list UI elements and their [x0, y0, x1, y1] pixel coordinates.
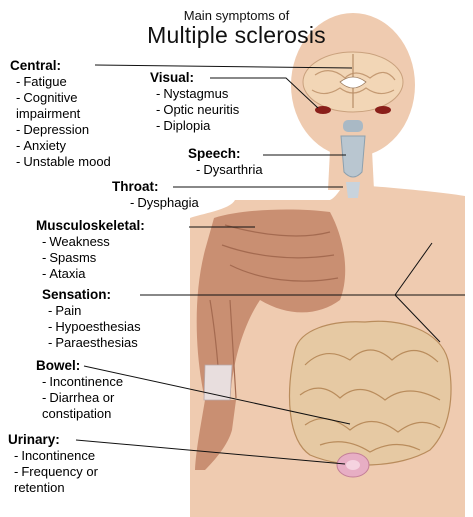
leader-visual — [210, 77, 319, 109]
symptom-item: -Incontinence — [42, 374, 124, 389]
symptom-item: -Dysarthria — [196, 162, 263, 177]
group-heading-sensation: Sensation: — [42, 287, 112, 302]
symptom-item: -Frequency or retention — [14, 464, 98, 495]
symptom-item: -Hypoesthesias — [48, 319, 141, 334]
group-sensation: Sensation: -Pain -Hypoesthesias -Paraest… — [42, 287, 141, 351]
left-eye-icon — [315, 106, 331, 114]
larynx-icon — [340, 120, 366, 198]
leader-bowel — [83, 365, 351, 425]
group-throat: Throat: -Dysphagia — [112, 179, 199, 211]
group-heading-throat: Throat: — [112, 179, 159, 194]
symptom-item: -Optic neuritis — [156, 102, 240, 117]
group-visual: Visual: -Nystagmus -Optic neuritis -Dipl… — [150, 70, 239, 134]
brain-icon — [302, 51, 404, 113]
group-bowel: Bowel: -Incontinence -Diarrhea or consti… — [36, 358, 152, 422]
symptom-item: -Pain — [48, 303, 82, 318]
group-musculoskeletal: Musculoskeletal: -Weakness -Spasms -Atax… — [36, 218, 145, 282]
symptom-item: -Cognitive impairment — [16, 90, 81, 121]
group-heading-central: Central: — [10, 58, 62, 73]
group-heading-urinary: Urinary: — [8, 432, 60, 447]
group-heading-bowel: Bowel: — [36, 358, 81, 373]
diagram-title: Multiple sclerosis — [147, 22, 326, 48]
symptom-item: -Paraesthesias — [48, 335, 138, 350]
right-eye-icon — [375, 106, 391, 114]
symptom-item: -Diplopia — [156, 118, 211, 133]
diagram-supertitle: Main symptoms of — [183, 8, 290, 23]
symptom-item: -Diarrhea or constipation — [42, 390, 115, 421]
intestines-icon — [288, 320, 452, 466]
arm-muscles-icon — [195, 209, 346, 470]
leader-sensation-fan-down — [394, 294, 441, 343]
bladder-icon — [336, 452, 370, 478]
group-heading-musculoskeletal: Musculoskeletal: — [36, 218, 145, 233]
symptom-item: -Anxiety — [16, 138, 66, 153]
symptom-item: -Spasms — [42, 250, 97, 265]
symptom-item: -Unstable mood — [16, 154, 111, 169]
leader-central — [94, 64, 353, 69]
symptom-item: -Ataxia — [42, 266, 86, 281]
group-central: Central: -Fatigue -Cognitive impairment … — [10, 58, 126, 170]
group-heading-speech: Speech: — [188, 146, 241, 161]
symptom-item: -Fatigue — [16, 74, 67, 89]
group-urinary: Urinary: -Incontinence -Frequency or ret… — [8, 432, 139, 496]
leader-urinary — [75, 439, 346, 465]
symptom-item: -Incontinence — [14, 448, 96, 463]
symptom-item: -Depression — [16, 122, 90, 137]
leader-sensation-fan-up — [394, 242, 433, 296]
symptom-item: -Dysphagia — [130, 195, 199, 210]
group-speech: Speech: -Dysarthria — [188, 146, 263, 178]
symptom-item: -Weakness — [42, 234, 110, 249]
group-heading-visual: Visual: — [150, 70, 195, 85]
symptom-item: -Nystagmus — [156, 86, 229, 101]
